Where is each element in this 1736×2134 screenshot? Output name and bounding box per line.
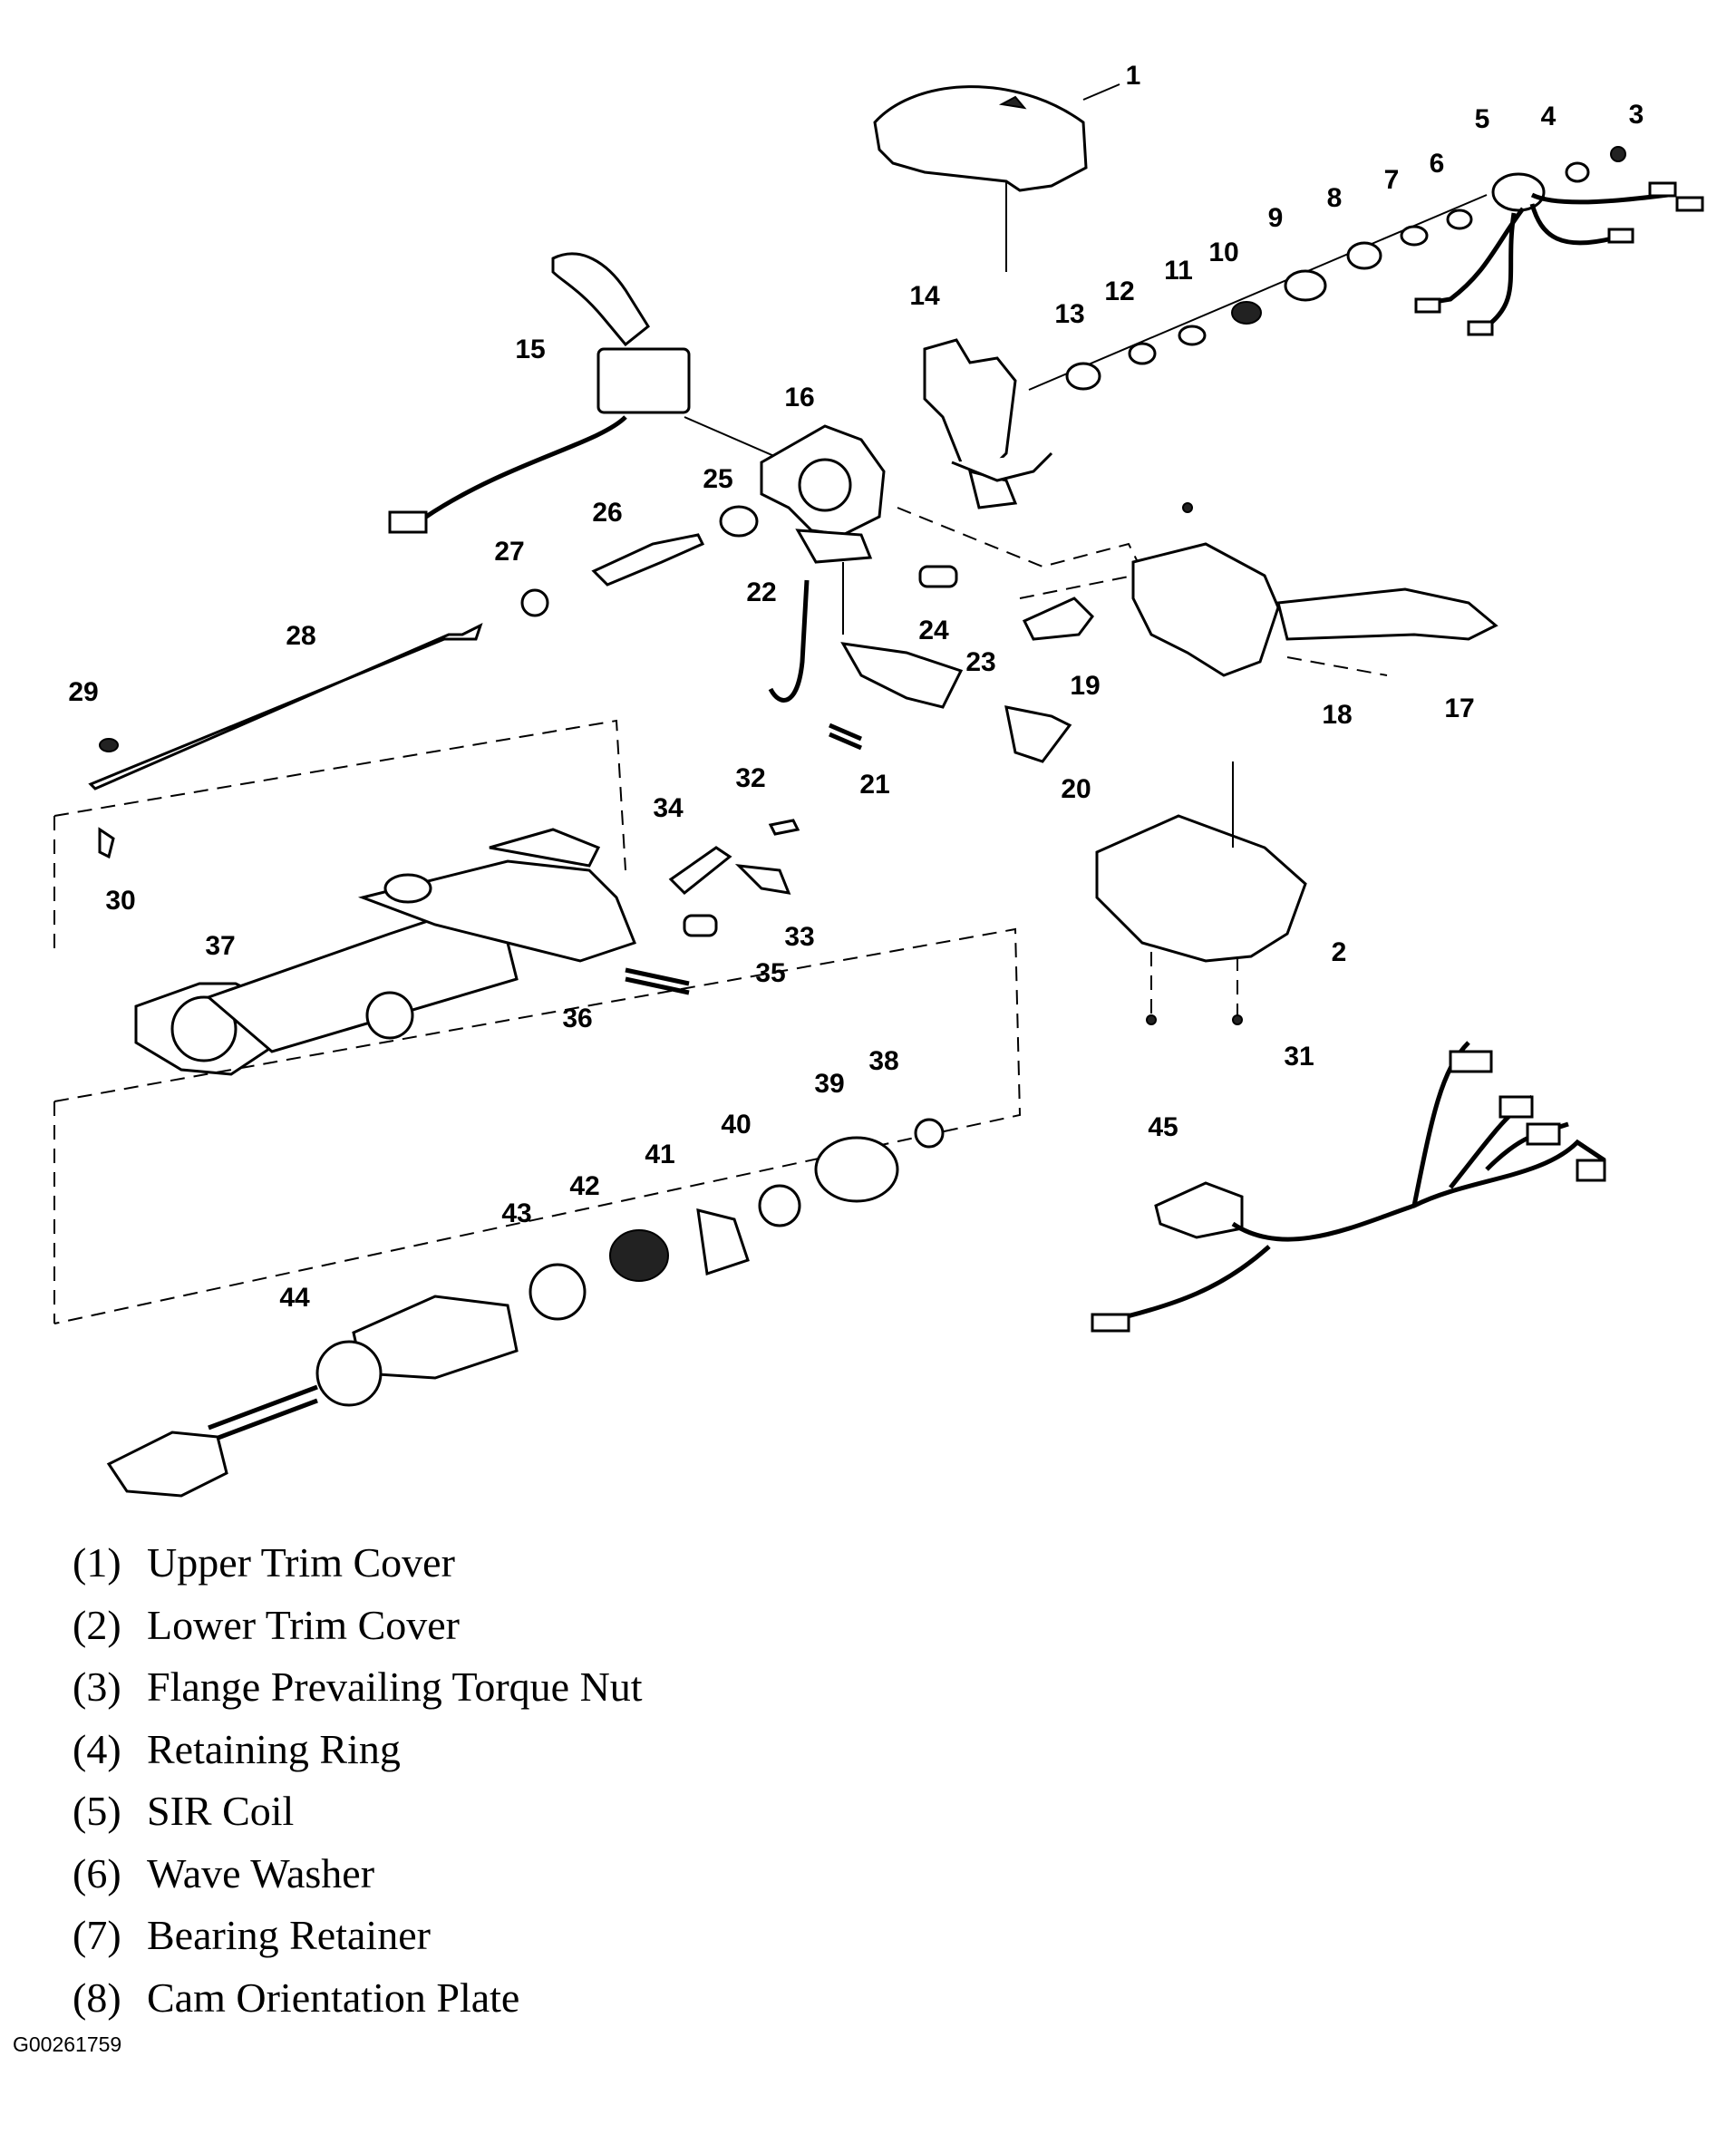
- callout-42: 42: [569, 1171, 599, 1201]
- callout-9: 9: [1268, 203, 1284, 233]
- legend-number: (3): [73, 1664, 121, 1710]
- callout-38: 38: [868, 1046, 898, 1076]
- callout-37: 37: [205, 931, 235, 961]
- callout-26: 26: [592, 498, 622, 528]
- legend-item: (1) Upper Trim Cover: [73, 1532, 643, 1595]
- callout-31: 31: [1284, 1042, 1314, 1072]
- legend-label: Retaining Ring: [147, 1725, 401, 1772]
- wiring-harness-45: [1091, 1041, 1606, 1333]
- callout-27: 27: [494, 537, 524, 567]
- callout-28: 28: [286, 621, 315, 651]
- rod-28: [88, 588, 549, 859]
- small-parts-19-26: [591, 505, 1094, 763]
- legend-item: (4) Retaining Ring: [73, 1719, 643, 1781]
- legend-number: (4): [73, 1725, 121, 1772]
- small-parts-32-36: [625, 819, 800, 995]
- legend-label: Bearing Retainer: [147, 1912, 431, 1958]
- callout-8: 8: [1327, 183, 1343, 213]
- callout-10: 10: [1208, 238, 1238, 267]
- callout-21: 21: [859, 770, 889, 800]
- ring-stack: [1028, 146, 1704, 391]
- exploded-parts-diagram: 1234567891011121314151617181920212223242…: [53, 61, 1704, 1498]
- legend-number: (6): [73, 1849, 121, 1896]
- multifunction-switch-15: [388, 252, 790, 534]
- callout-43: 43: [501, 1198, 531, 1228]
- callout-36: 36: [562, 1004, 592, 1033]
- callout-18: 18: [1322, 700, 1352, 730]
- legend-label: Cam Orientation Plate: [147, 1974, 520, 2021]
- switch-assembly-18: [1131, 502, 1498, 677]
- legend-label: SIR Coil: [147, 1788, 295, 1834]
- lock-housing-14: [923, 338, 1053, 509]
- callout-33: 33: [784, 922, 814, 952]
- callout-13: 13: [1054, 299, 1084, 329]
- callout-12: 12: [1104, 276, 1134, 306]
- callout-29: 29: [68, 677, 98, 707]
- legend-number: (7): [73, 1912, 121, 1958]
- callout-22: 22: [746, 577, 776, 607]
- callout-45: 45: [1148, 1112, 1178, 1142]
- legend-item: (5) SIR Coil: [73, 1780, 643, 1843]
- callout-labels: 1234567891011121314151617181920212223242…: [68, 61, 1644, 1313]
- upper-trim-cover: [873, 83, 1120, 272]
- callout-17: 17: [1444, 694, 1474, 723]
- bearing-stack: [529, 1118, 945, 1321]
- steering-column-37: [134, 828, 636, 1076]
- callout-6: 6: [1430, 149, 1445, 179]
- callout-1: 1: [1126, 61, 1141, 91]
- figure-id: G00261759: [13, 2032, 122, 2056]
- callout-25: 25: [703, 464, 732, 494]
- callout-3: 3: [1629, 100, 1644, 130]
- callout-32: 32: [735, 763, 765, 793]
- legend-label: Flange Prevailing Torque Nut: [147, 1664, 643, 1710]
- callout-44: 44: [279, 1283, 310, 1313]
- callout-35: 35: [755, 958, 785, 988]
- callout-30: 30: [105, 886, 135, 916]
- lock-housing-16: [760, 424, 886, 635]
- callout-2: 2: [1332, 937, 1347, 967]
- legend-item: (3) Flange Prevailing Torque Nut: [73, 1656, 643, 1719]
- lower-trim-cover: [1095, 761, 1307, 1025]
- callout-4: 4: [1541, 102, 1557, 131]
- callout-34: 34: [653, 793, 684, 823]
- callout-14: 14: [909, 281, 940, 311]
- legend-number: (2): [73, 1601, 121, 1648]
- legend-label: Upper Trim Cover: [147, 1539, 455, 1586]
- intermediate-shaft-44: [106, 1295, 519, 1498]
- callout-11: 11: [1164, 256, 1193, 286]
- legend-item: (8) Cam Orientation Plate: [73, 1967, 643, 2030]
- legend-label: Lower Trim Cover: [147, 1601, 460, 1648]
- legend-number: (5): [73, 1788, 121, 1834]
- legend-item: (2) Lower Trim Cover: [73, 1595, 643, 1657]
- callout-7: 7: [1384, 165, 1400, 195]
- legend-number: (1): [73, 1539, 121, 1586]
- callout-15: 15: [515, 335, 545, 364]
- callout-40: 40: [721, 1110, 751, 1140]
- callout-24: 24: [918, 616, 949, 645]
- callout-19: 19: [1070, 671, 1100, 701]
- legend-number: (8): [73, 1974, 121, 2021]
- callout-16: 16: [784, 383, 814, 412]
- legend-item: (7) Bearing Retainer: [73, 1905, 643, 1967]
- legend-label: Wave Washer: [147, 1849, 375, 1896]
- legend-item: (6) Wave Washer: [73, 1843, 643, 1906]
- callout-20: 20: [1061, 774, 1091, 804]
- callout-23: 23: [965, 647, 995, 677]
- legend: (1)Upper Trim Cover (2)Lower Trim Cover …: [73, 1532, 643, 2029]
- callout-39: 39: [814, 1069, 844, 1099]
- callout-41: 41: [645, 1140, 674, 1169]
- callout-5: 5: [1475, 104, 1490, 134]
